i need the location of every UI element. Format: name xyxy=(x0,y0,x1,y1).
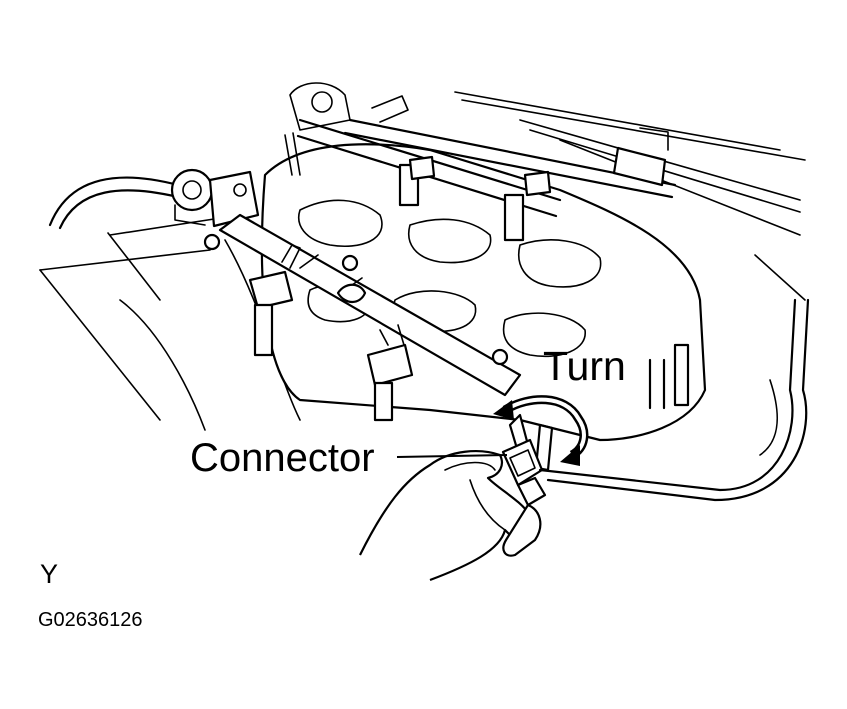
figure-id-label: G02636126 xyxy=(38,609,143,631)
connector-leader-line xyxy=(396,454,508,458)
curved-double-arrow-icon xyxy=(493,395,589,466)
intake-manifold xyxy=(260,82,707,442)
rear-fuel-rail xyxy=(284,118,562,242)
connector-label: Connector xyxy=(190,436,375,480)
front-fuel-rail xyxy=(203,213,522,397)
front-injectors xyxy=(248,244,414,422)
vacuum-hose xyxy=(48,176,180,230)
pressure-regulator xyxy=(170,168,260,228)
target-connector xyxy=(501,413,554,507)
view-marker-label: Y xyxy=(40,559,59,589)
front-bracket-tube xyxy=(538,254,810,502)
turn-label: Turn xyxy=(543,343,626,389)
engine-body xyxy=(39,214,301,431)
rear-pipes xyxy=(343,91,806,236)
hand xyxy=(359,450,542,582)
